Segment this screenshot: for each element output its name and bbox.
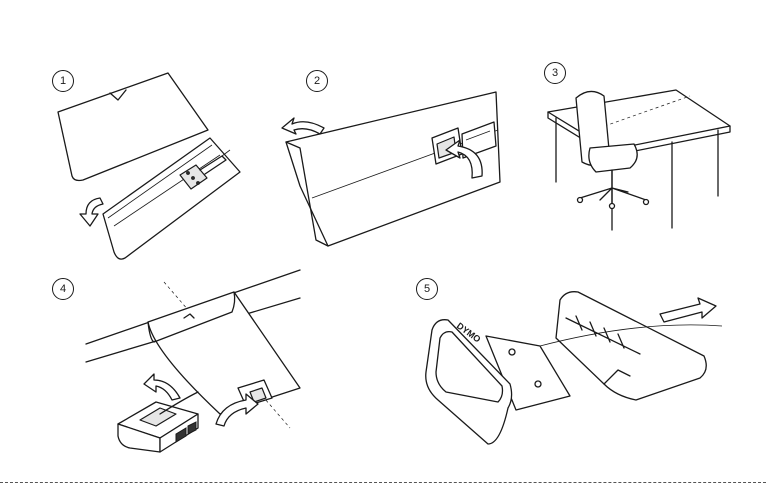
chair-wheel	[644, 200, 649, 205]
desk-top	[548, 90, 730, 150]
rotate-arrow-icon	[144, 374, 180, 400]
clip-dot	[187, 172, 190, 175]
step-2-illustration	[282, 92, 500, 246]
step-1-illustration	[58, 73, 240, 259]
clip-dot	[197, 182, 200, 185]
chair-wheel	[578, 198, 583, 203]
chair-wheel	[610, 204, 615, 209]
base-screw	[535, 381, 541, 387]
base-screw	[509, 349, 515, 355]
step-badge-2: 2	[306, 70, 328, 92]
step-badge-4: 4	[52, 278, 74, 300]
rotate-arrow-left-icon	[282, 118, 324, 134]
step-3-illustration	[548, 90, 730, 230]
desk-panel	[286, 92, 500, 246]
chair-seat	[589, 144, 637, 172]
step-badge-1: 1	[52, 70, 74, 92]
clip-dot	[192, 177, 195, 180]
peel-arrow-icon	[80, 198, 103, 226]
slide-arrow-icon	[660, 298, 716, 322]
step-5-illustration: DYMO	[426, 292, 722, 444]
step-4-illustration	[86, 270, 300, 452]
chair-base	[580, 188, 646, 204]
step-badge-3: 3	[544, 62, 566, 84]
step-badge-5: 5	[416, 278, 438, 300]
